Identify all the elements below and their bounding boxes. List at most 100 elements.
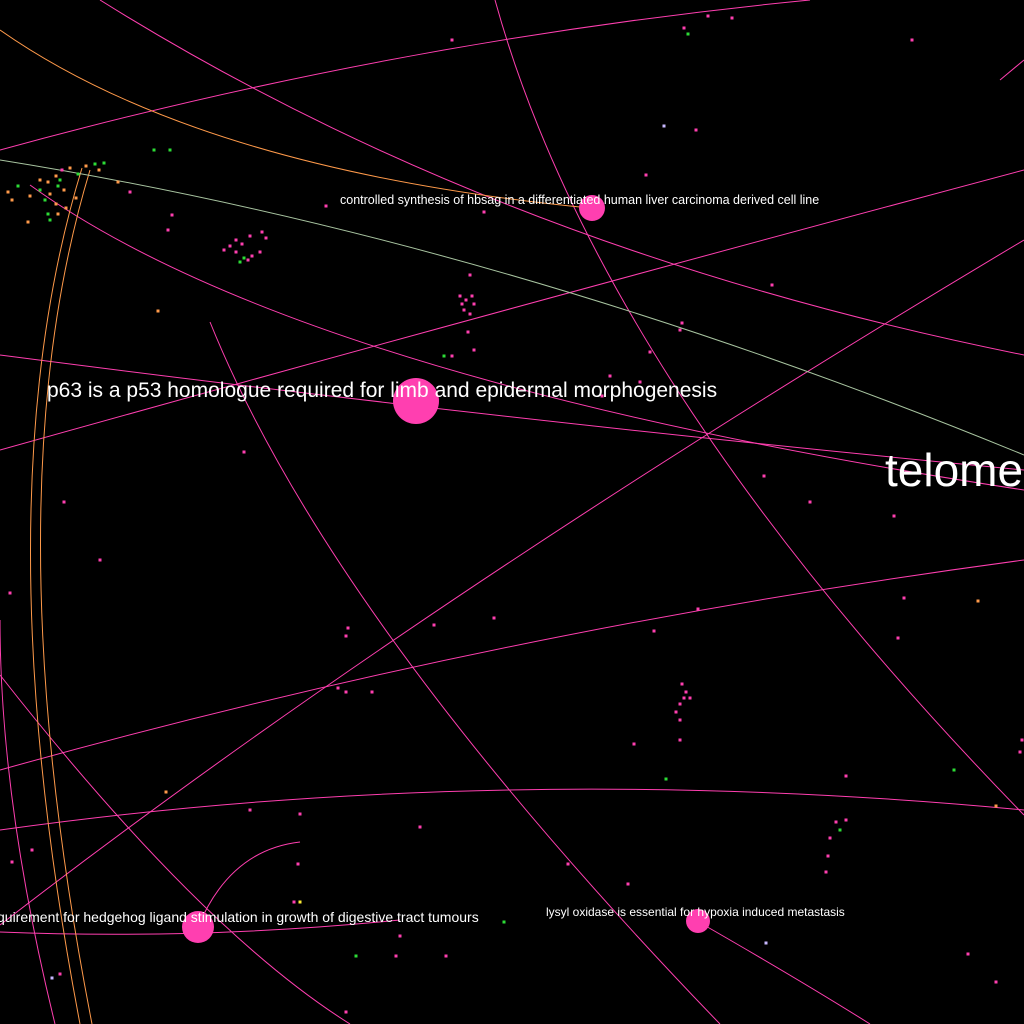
graph-node-dot[interactable] <box>48 192 52 196</box>
graph-node-dot[interactable] <box>10 860 14 864</box>
graph-node-dot[interactable] <box>292 900 296 904</box>
graph-node-dot[interactable] <box>228 244 232 248</box>
graph-node-dot[interactable] <box>458 294 462 298</box>
graph-node-dot[interactable] <box>234 238 238 242</box>
graph-node-dot[interactable] <box>892 514 896 518</box>
graph-node-dot[interactable] <box>696 607 700 611</box>
graph-node-dot[interactable] <box>678 328 682 332</box>
graph-node-dot[interactable] <box>976 599 980 603</box>
graph-node-dot[interactable] <box>250 254 254 258</box>
graph-node-dot[interactable] <box>664 777 668 781</box>
graph-node-dot[interactable] <box>58 972 62 976</box>
graph-node-dot[interactable] <box>166 228 170 232</box>
graph-node-dot[interactable] <box>432 623 436 627</box>
graph-node-dot[interactable] <box>6 190 10 194</box>
graph-node-dot[interactable] <box>152 148 156 152</box>
graph-node-dot[interactable] <box>38 178 42 182</box>
graph-node-dot[interactable] <box>492 616 496 620</box>
graph-node-dot[interactable] <box>260 230 264 234</box>
graph-node-dot[interactable] <box>102 161 106 165</box>
label-hedgehog[interactable]: quirement for hedgehog ligand stimulatio… <box>0 909 479 925</box>
graph-node-dot[interactable] <box>902 596 906 600</box>
graph-node-dot[interactable] <box>97 168 101 172</box>
label-hbsag[interactable]: controlled synthesis of hbsag in a diffe… <box>340 193 819 207</box>
graph-node-dot[interactable] <box>652 629 656 633</box>
graph-node-dot[interactable] <box>56 212 60 216</box>
graph-node-dot[interactable] <box>762 474 766 478</box>
graph-node-dot[interactable] <box>680 321 684 325</box>
graph-node-dot[interactable] <box>502 920 506 924</box>
graph-node-dot[interactable] <box>354 954 358 958</box>
graph-node-dot[interactable] <box>296 862 300 866</box>
graph-node-dot[interactable] <box>834 820 838 824</box>
graph-node-dot[interactable] <box>46 180 50 184</box>
graph-node-dot[interactable] <box>682 696 686 700</box>
graph-node-dot[interactable] <box>298 900 302 904</box>
graph-node-dot[interactable] <box>370 690 374 694</box>
graph-node-dot[interactable] <box>398 934 402 938</box>
graph-node-dot[interactable] <box>264 236 268 240</box>
graph-node-dot[interactable] <box>248 808 252 812</box>
graph-node-dot[interactable] <box>632 742 636 746</box>
graph-node-dot[interactable] <box>466 330 470 334</box>
graph-node-dot[interactable] <box>38 188 42 192</box>
graph-node-dot[interactable] <box>54 202 58 206</box>
graph-node-dot[interactable] <box>468 312 472 316</box>
graph-node-dot[interactable] <box>460 302 464 306</box>
graph-node-dot[interactable] <box>824 870 828 874</box>
graph-node-dot[interactable] <box>764 941 768 945</box>
graph-node-dot[interactable] <box>242 450 246 454</box>
graph-node-dot[interactable] <box>222 248 226 252</box>
graph-node-dot[interactable] <box>98 558 102 562</box>
graph-node-dot[interactable] <box>346 626 350 630</box>
graph-node-dot[interactable] <box>8 591 12 595</box>
graph-node-dot[interactable] <box>826 854 830 858</box>
node-lysyl[interactable] <box>686 909 710 933</box>
graph-node-dot[interactable] <box>56 184 60 188</box>
graph-node-dot[interactable] <box>450 38 454 42</box>
label-p63[interactable]: p63 is a p53 homologue required for limb… <box>47 379 717 402</box>
graph-node-dot[interactable] <box>952 768 956 772</box>
graph-node-dot[interactable] <box>648 350 652 354</box>
graph-node-dot[interactable] <box>966 952 970 956</box>
node-hbsag[interactable] <box>579 195 605 221</box>
graph-node-dot[interactable] <box>770 283 774 287</box>
label-telome[interactable]: telome <box>885 444 1023 496</box>
graph-node-dot[interactable] <box>468 273 472 277</box>
graph-node-dot[interactable] <box>678 738 682 742</box>
graph-node-dot[interactable] <box>16 184 20 188</box>
node-hedgehog[interactable] <box>182 911 214 943</box>
graph-node-dot[interactable] <box>600 394 604 398</box>
graph-node-dot[interactable] <box>344 634 348 638</box>
graph-node-dot[interactable] <box>28 194 32 198</box>
graph-node-dot[interactable] <box>170 213 174 217</box>
graph-node-dot[interactable] <box>10 198 14 202</box>
graph-node-dot[interactable] <box>62 188 66 192</box>
graph-node-dot[interactable] <box>30 848 34 852</box>
graph-node-dot[interactable] <box>472 348 476 352</box>
graph-node-dot[interactable] <box>482 210 486 214</box>
graph-node-dot[interactable] <box>324 204 328 208</box>
graph-node-dot[interactable] <box>418 825 422 829</box>
label-lysyl[interactable]: lysyl oxidase is essential for hypoxia i… <box>546 905 845 919</box>
graph-node-dot[interactable] <box>84 164 88 168</box>
graph-node-dot[interactable] <box>43 198 47 202</box>
graph-node-dot[interactable] <box>662 124 666 128</box>
graph-node-dot[interactable] <box>828 836 832 840</box>
graph-node-dot[interactable] <box>336 686 340 690</box>
graph-node-dot[interactable] <box>240 242 244 246</box>
graph-node-dot[interactable] <box>46 212 50 216</box>
graph-node-dot[interactable] <box>168 148 172 152</box>
graph-node-dot[interactable] <box>60 168 64 172</box>
graph-node-dot[interactable] <box>26 220 30 224</box>
graph-node-dot[interactable] <box>472 302 476 306</box>
graph-node-dot[interactable] <box>248 234 252 238</box>
graph-node-dot[interactable] <box>1018 750 1022 754</box>
graph-node-dot[interactable] <box>76 172 80 176</box>
graph-node-dot[interactable] <box>156 309 160 313</box>
graph-node-dot[interactable] <box>994 980 998 984</box>
graph-node-dot[interactable] <box>464 298 468 302</box>
graph-node-dot[interactable] <box>994 804 998 808</box>
graph-node-dot[interactable] <box>678 702 682 706</box>
